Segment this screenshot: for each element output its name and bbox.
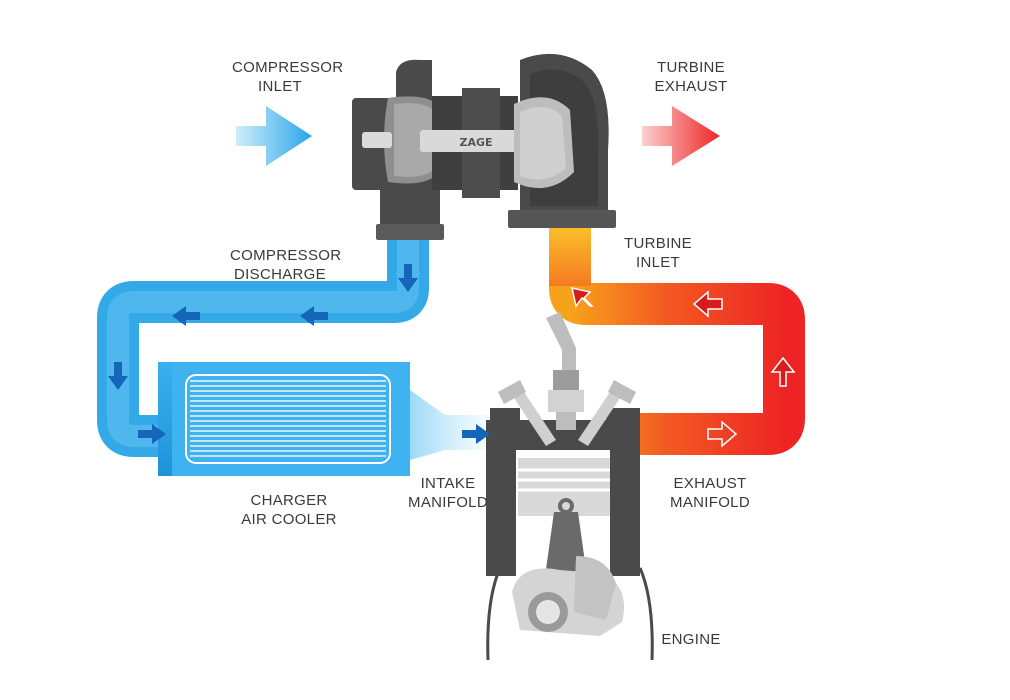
arrow-icon <box>571 287 796 448</box>
engine-label: ENGINE <box>661 631 721 648</box>
charger-air-cooler <box>158 362 410 476</box>
cold-air-pipe <box>97 238 429 457</box>
brand-logo: ZAGE <box>459 136 492 149</box>
hot-exhaust-pipe <box>549 226 805 455</box>
arrow-icon <box>108 264 490 444</box>
arrow-right-icon <box>642 106 720 166</box>
engine <box>486 312 654 661</box>
turbocharger: ZAGE <box>352 53 616 240</box>
arrow-right-icon <box>236 106 312 166</box>
